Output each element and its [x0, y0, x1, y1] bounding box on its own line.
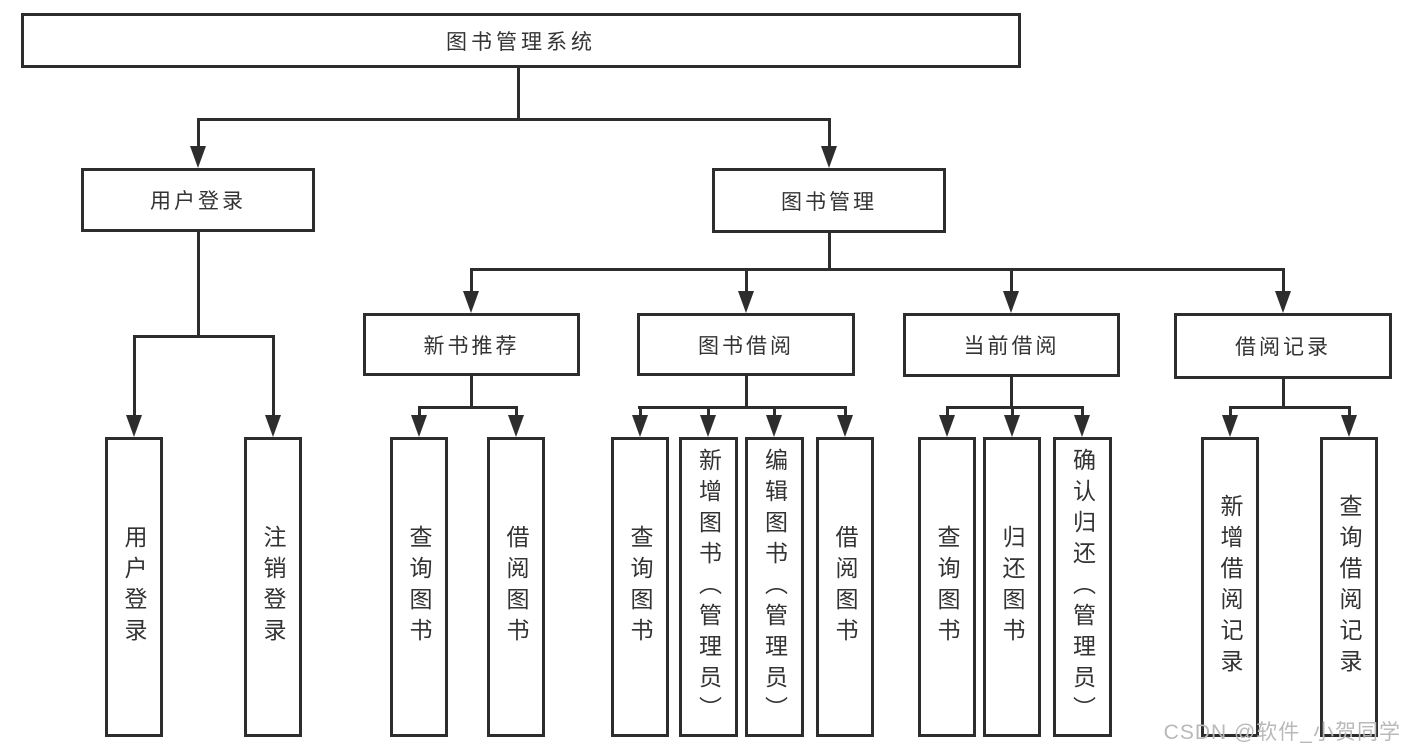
- node-label: 查询借阅记录: [1336, 494, 1362, 680]
- node-label: 借阅图书: [503, 525, 529, 649]
- node-label: 图书借阅: [698, 334, 794, 358]
- connector-hline: [638, 406, 847, 409]
- node-library-management-system: 图书管理系统: [21, 13, 1021, 68]
- connector-vline: [1010, 377, 1013, 409]
- arrow-down-icon: [737, 268, 755, 313]
- node-add-book-admin: 新增图书（管理员）: [679, 437, 738, 737]
- arrow-down-icon: [765, 406, 783, 437]
- arrow-down-icon: [507, 406, 525, 437]
- arrow-down-icon: [264, 335, 282, 437]
- node-borrowing-records: 借阅记录: [1174, 313, 1392, 379]
- node-book-management: 图书管理: [712, 168, 946, 233]
- node-user-login-leaf: 用户登录: [105, 437, 163, 737]
- node-label: 注销登录: [260, 525, 286, 649]
- arrow-down-icon: [125, 335, 143, 437]
- node-return-book: 归还图书: [983, 437, 1041, 737]
- node-label: 查询图书: [406, 525, 432, 649]
- node-query-books: 查询图书: [390, 437, 448, 737]
- arrow-down-icon: [1003, 268, 1020, 313]
- node-label: 用户登录: [121, 525, 147, 649]
- arrow-down-icon: [938, 406, 956, 437]
- node-book-borrowing: 图书借阅: [637, 313, 855, 376]
- connector-hline: [133, 335, 274, 338]
- connector-vline: [517, 68, 520, 120]
- arrow-down-icon: [820, 118, 838, 168]
- connector-vline: [470, 376, 473, 409]
- node-new-book-recommend: 新书推荐: [363, 313, 580, 376]
- connector-hline: [946, 406, 1083, 409]
- node-label: 新书推荐: [423, 334, 520, 358]
- node-label: 借阅记录: [1235, 336, 1331, 359]
- node-borrow-books: 借阅图书: [487, 437, 545, 737]
- node-label: 用户登录: [150, 190, 246, 213]
- node-label: 新增借阅记录: [1217, 494, 1243, 680]
- connector-vline: [196, 232, 200, 337]
- connector-vline: [744, 376, 748, 409]
- arrow-down-icon: [189, 118, 207, 168]
- node-label: 图书管理: [781, 190, 877, 214]
- node-label: 确认归还（管理员）: [1069, 447, 1096, 727]
- arrow-down-icon: [1274, 268, 1292, 313]
- arrow-down-icon: [462, 268, 480, 313]
- connector-vline: [1281, 379, 1285, 409]
- connector-hline: [197, 118, 831, 121]
- node-label: 查询图书: [627, 525, 653, 649]
- node-query-books: 查询图书: [611, 437, 669, 737]
- watermark-text: CSDN @软件_小贺同学: [1163, 721, 1401, 744]
- node-label: 编辑图书（管理员）: [761, 447, 788, 727]
- arrow-down-icon: [699, 406, 717, 437]
- arrow-down-icon: [1221, 406, 1239, 437]
- node-logout: 注销登录: [244, 437, 302, 737]
- connector-vline: [827, 233, 831, 271]
- node-label: 借阅图书: [832, 525, 858, 649]
- node-query-books: 查询图书: [918, 437, 976, 737]
- node-label: 归还图书: [999, 525, 1025, 649]
- node-edit-book-admin: 编辑图书（管理员）: [745, 437, 804, 737]
- node-query-borrow-record: 查询借阅记录: [1320, 437, 1378, 737]
- node-label: 当前借阅: [963, 335, 1060, 358]
- connector-hline: [1229, 406, 1350, 409]
- node-add-borrow-record: 新增借阅记录: [1201, 437, 1259, 737]
- node-confirm-return-admin: 确认归还（管理员）: [1053, 437, 1112, 737]
- arrow-down-icon: [836, 406, 854, 437]
- arrow-down-icon: [1003, 406, 1021, 437]
- arrow-down-icon: [1073, 406, 1091, 437]
- node-label: 图书管理系统: [446, 30, 596, 54]
- node-label: 查询图书: [934, 525, 960, 649]
- connector-hline: [418, 406, 517, 409]
- node-borrow-books: 借阅图书: [816, 437, 874, 737]
- arrow-down-icon: [1340, 406, 1358, 437]
- node-label: 新增图书（管理员）: [695, 447, 722, 727]
- arrow-down-icon: [410, 406, 428, 437]
- node-current-borrowing: 当前借阅: [903, 313, 1120, 377]
- arrow-down-icon: [631, 406, 649, 437]
- connector-hline: [470, 268, 1284, 271]
- node-user-login: 用户登录: [81, 168, 315, 232]
